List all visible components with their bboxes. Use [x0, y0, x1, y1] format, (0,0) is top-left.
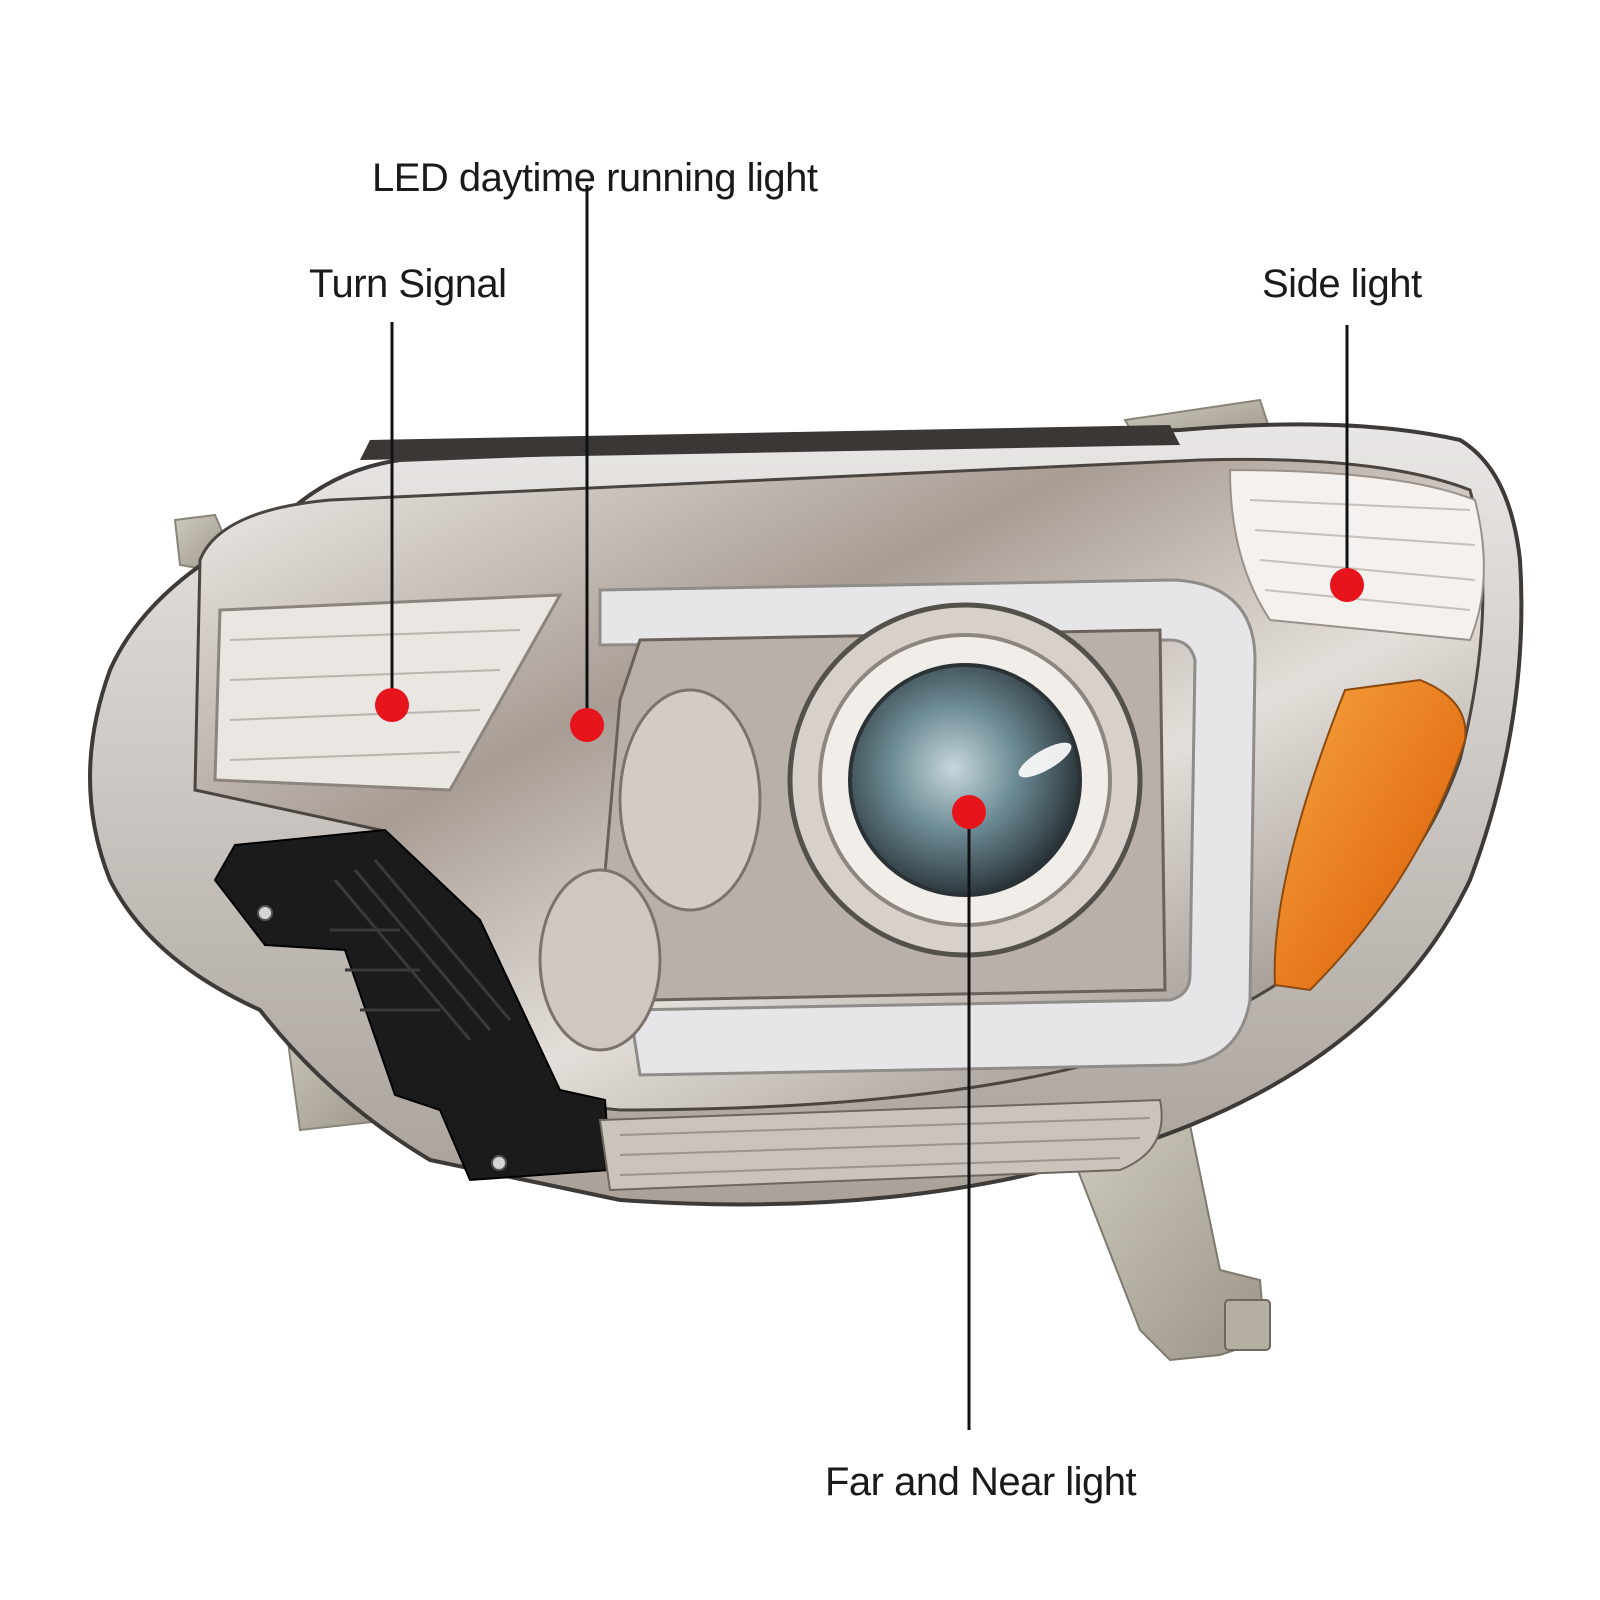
low-reflector-left [618, 688, 762, 912]
red-dot-marker-far-near [952, 795, 986, 829]
projector-lens [848, 663, 1082, 897]
screw-upper [257, 905, 273, 921]
side-light-reflector [1228, 468, 1485, 642]
connector-tab [1224, 1299, 1271, 1351]
red-dot-marker-turn-signal [375, 688, 409, 722]
low-reflector-bottom [538, 868, 662, 1052]
drl-light-bar [598, 578, 1257, 1077]
label-far-and-near-light: Far and Near light [825, 1460, 1137, 1504]
screw-lower [491, 1155, 507, 1171]
red-dot-marker-led-drl [570, 708, 604, 742]
lens-glint [1018, 742, 1072, 778]
red-dot-marker-side-light [1330, 568, 1364, 602]
amber-marker [1273, 678, 1467, 992]
label-side-light: Side light [1262, 262, 1422, 306]
label-led-daytime-running-light: LED daytime running light [372, 156, 818, 200]
label-turn-signal: Turn Signal [309, 262, 507, 306]
top-trim [360, 425, 1180, 460]
